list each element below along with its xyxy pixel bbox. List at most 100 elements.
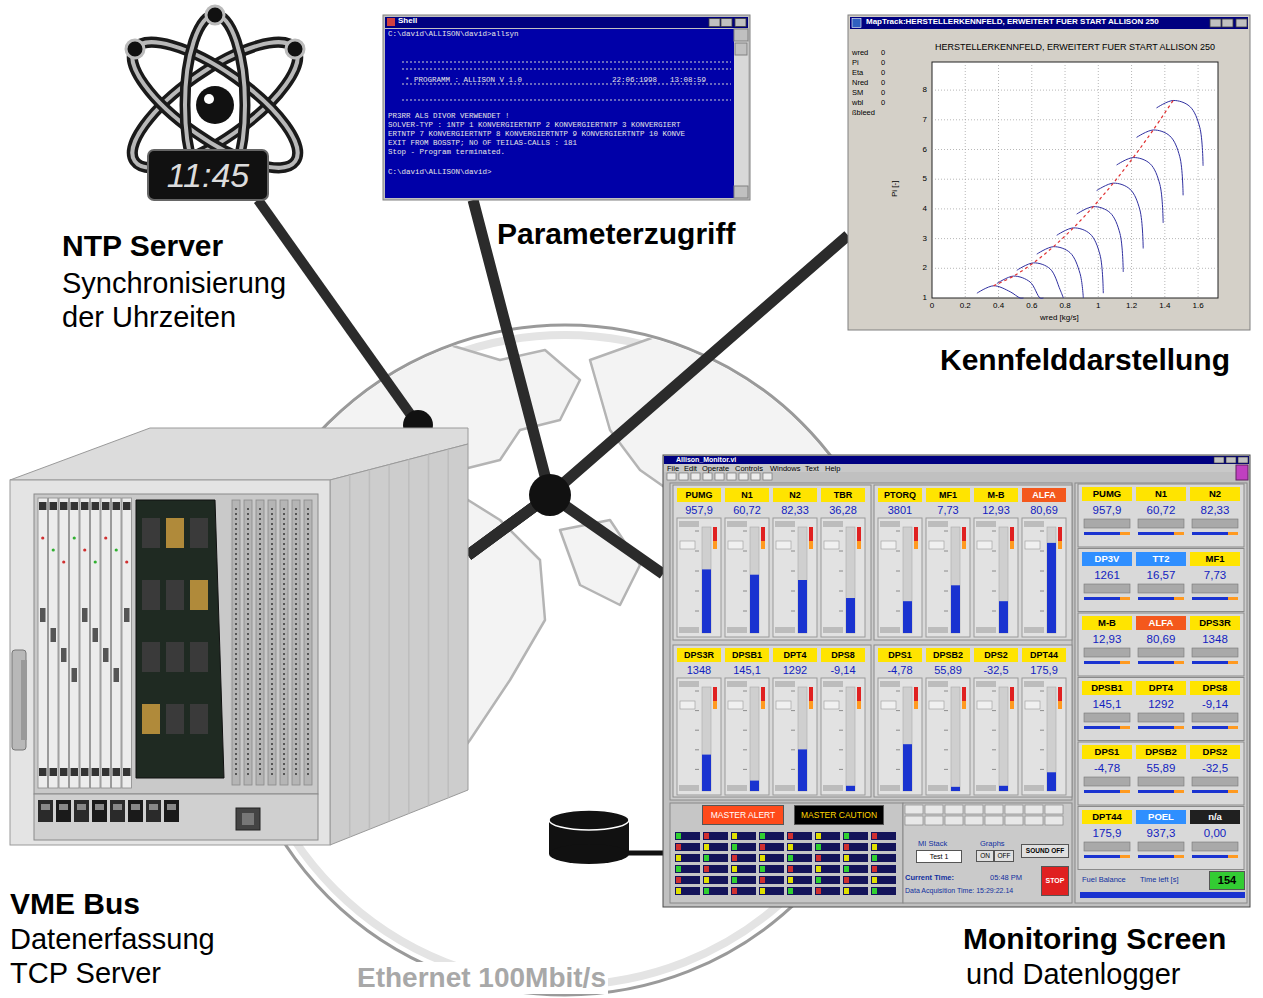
indicator-led [759, 876, 784, 884]
led-lamp [732, 855, 737, 861]
card-lever [39, 768, 47, 776]
database-bottom [549, 844, 629, 864]
scale-tick [743, 710, 747, 711]
status-group [1078, 742, 1244, 805]
scale-tick [791, 611, 795, 612]
board-chip [190, 518, 208, 548]
side-panel-line [369, 470, 371, 829]
channel-name: TBR [821, 488, 865, 502]
channel-name: PUMG [677, 488, 721, 502]
card-connector [93, 628, 99, 642]
channel-value: 1292 [1136, 697, 1186, 711]
channel-name: DPS1 [1082, 745, 1132, 759]
stack-button [925, 816, 943, 825]
scale-tick [791, 769, 795, 770]
scale-tick [944, 611, 948, 612]
gauge-body [773, 518, 817, 637]
indicator-led [675, 832, 700, 840]
indicator-led [731, 832, 756, 840]
range-field [679, 627, 699, 633]
stack-button [965, 805, 983, 814]
scale-tick [791, 531, 795, 532]
scale-tick [695, 571, 699, 572]
scale-tick [695, 551, 699, 552]
backplane-slot [304, 500, 312, 785]
channel-value: 60,72 [725, 503, 769, 517]
gauge-body [1022, 678, 1066, 795]
range-field [727, 785, 747, 791]
gauge-tile: DPS3R1348 [677, 647, 721, 795]
channel-name: n/a [1190, 810, 1240, 824]
channel-value: 80,69 [1022, 503, 1066, 517]
window-icon [387, 18, 395, 26]
gauge-body [677, 518, 721, 637]
indicator-led [815, 843, 840, 851]
status-led [62, 560, 65, 563]
bar-channel [999, 527, 1008, 633]
channel-name: DPS1 [878, 648, 922, 662]
range-field [775, 521, 795, 527]
scale-tick [791, 710, 795, 711]
channel-value: 55,89 [926, 663, 970, 677]
level-bar [846, 598, 855, 633]
card-connector [61, 648, 67, 662]
grid-line [1065, 62, 1066, 298]
channel-value: 7,73 [926, 503, 970, 517]
indicator-led [815, 865, 840, 873]
level-bar [951, 787, 960, 791]
scale-tick [839, 531, 843, 532]
status-tile: DPT44175,9 [1082, 810, 1132, 868]
channel-value: -4,78 [878, 663, 922, 677]
gauge-tile: DPT44175,9 [1022, 647, 1066, 795]
plot-area [932, 62, 1218, 298]
io-module [164, 800, 179, 822]
speed-line [997, 276, 1044, 298]
status-bar-limit [1120, 855, 1130, 858]
channel-value: -32,5 [1190, 761, 1240, 775]
gauge-body [725, 518, 769, 637]
indicator-led [843, 854, 868, 862]
status-field [1138, 777, 1184, 786]
range-field [679, 785, 699, 791]
status-field [1138, 713, 1184, 722]
scale-tick [992, 691, 996, 692]
channel-name: DPS8 [1190, 681, 1240, 695]
channel-value: 1348 [1190, 632, 1240, 646]
scale-tick [791, 551, 795, 552]
status-tile: DP3V1261 [1082, 552, 1132, 610]
scale-tick [1040, 531, 1044, 532]
control-label: Graphs [980, 839, 1005, 848]
card-front [38, 498, 48, 788]
speed-line [977, 286, 1024, 298]
status-tile: MF17,73 [1190, 552, 1240, 610]
scale-tick [944, 769, 948, 770]
network-hub [529, 474, 571, 516]
bar-channel [702, 527, 711, 633]
range-field [823, 681, 843, 687]
control-label: Current Time: [905, 873, 954, 882]
channel-value: 82,33 [773, 503, 817, 517]
bar-channel [903, 527, 912, 633]
axis-tick: 0.6 [1017, 301, 1047, 311]
card-lever [50, 768, 58, 776]
led-lamp [704, 888, 709, 894]
gauge-tile: N282,33 [773, 487, 817, 637]
card-lever [60, 502, 68, 510]
parameter-value: 0 [881, 58, 885, 67]
backplane-slot [268, 500, 276, 785]
status-tile: PUMG957,9 [1082, 487, 1132, 545]
status-bar-limit [1228, 661, 1238, 664]
card-front [91, 498, 101, 788]
range-field [775, 681, 795, 687]
alarm-marker [1058, 687, 1062, 701]
speed-line [1017, 263, 1064, 298]
speed-line [1037, 247, 1084, 298]
sound-button: SOUND OFF [1022, 845, 1068, 857]
time-display: 154 [1210, 872, 1244, 889]
card-front [122, 498, 132, 788]
range-field [880, 627, 900, 633]
scale-tick [944, 730, 948, 731]
card-cage [34, 494, 318, 794]
range-field [823, 521, 843, 527]
lower-panel [34, 794, 318, 840]
